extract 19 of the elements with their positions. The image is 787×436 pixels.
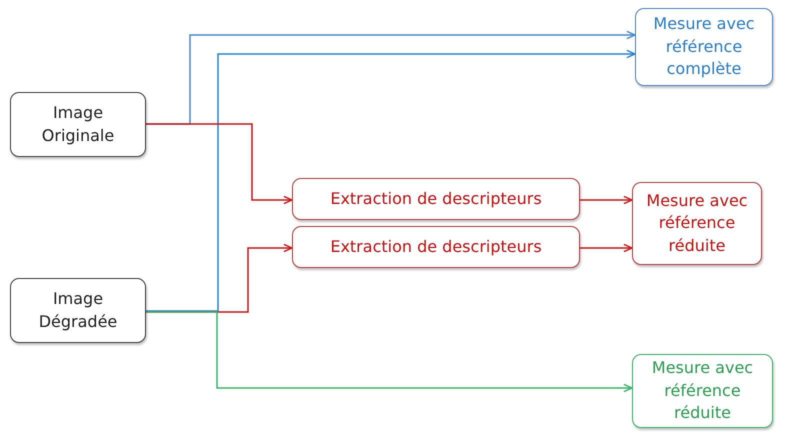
connector-arrow [146,123,293,204]
rounded-box [635,8,773,86]
rounded-box [632,182,762,265]
node-label: Mesure avec référence réduite [650,357,754,424]
connector-arrow [580,244,633,252]
connector-arrow [580,196,633,204]
rounded-box [10,92,146,157]
connector-arrow [146,50,636,312]
node-label: Mesure avec référence complète [652,13,756,80]
process-box [292,226,580,268]
process-box [292,178,580,220]
node-label: Mesure avec référence réduite [645,190,749,257]
node-label: Extraction de descripteurs [330,188,542,210]
rounded-box [10,278,146,343]
node-label: Image Originale [40,102,116,146]
node-label: Image Dégradée [38,288,118,332]
connector-arrow [146,311,633,392]
rounded-box [632,354,773,428]
node-label: Extraction de descripteurs [330,236,542,258]
